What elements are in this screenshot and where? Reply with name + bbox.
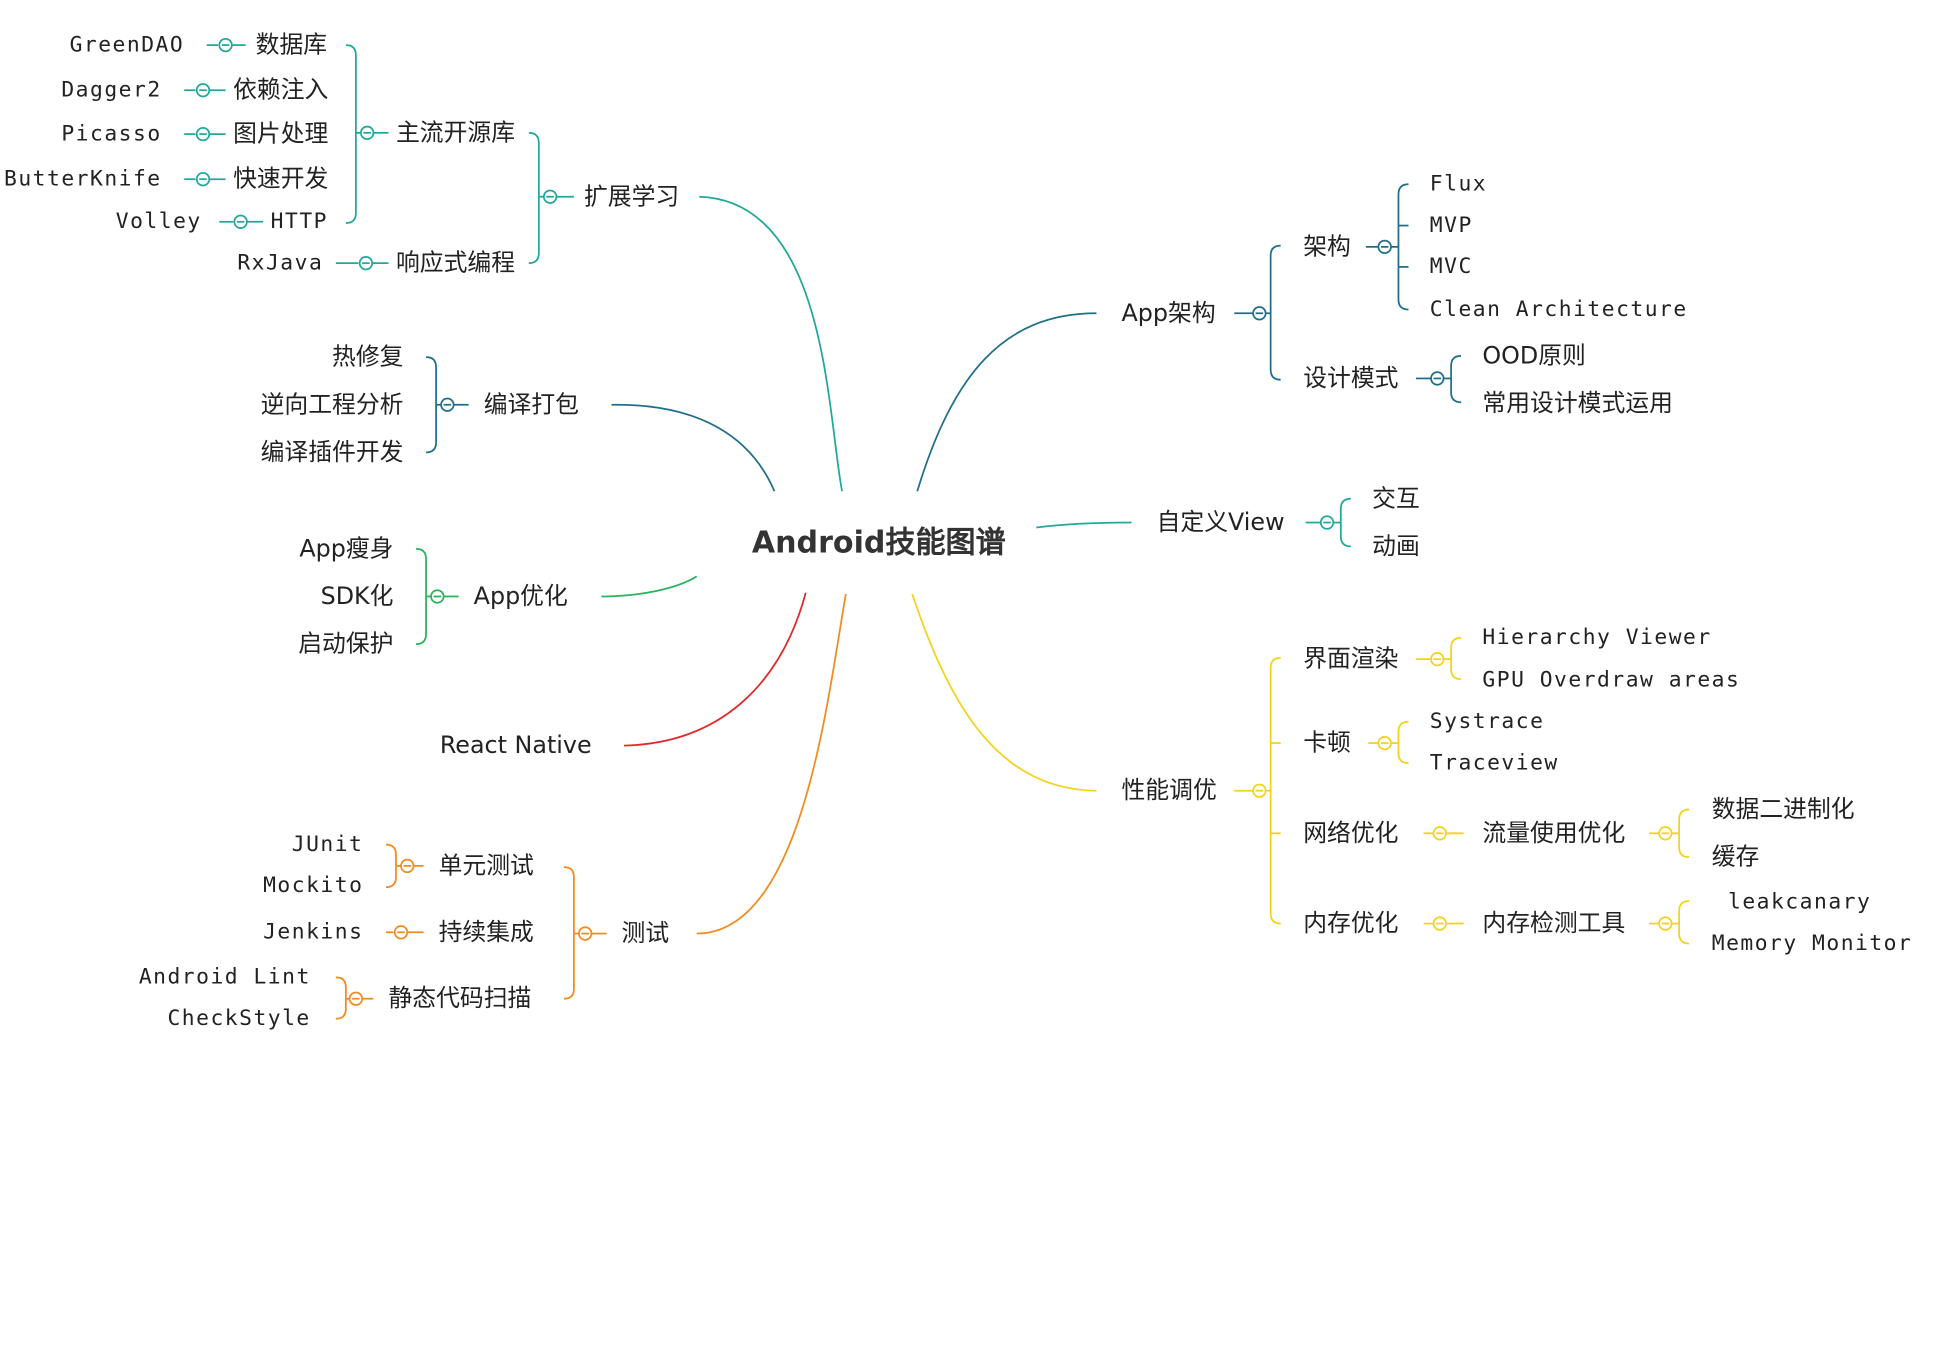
leaf-mockito: Mockito bbox=[263, 873, 364, 899]
node-app-architecture: App架构 bbox=[1121, 299, 1216, 328]
node-compile: 编译打包 bbox=[483, 390, 579, 419]
node-reactive: 响应式编程 bbox=[395, 249, 516, 277]
node-memory-opt: 内存优化 bbox=[1303, 909, 1399, 938]
leaf-reverse-engineering: 逆向工程分析 bbox=[260, 390, 404, 419]
edge-perf bbox=[911, 593, 1097, 792]
leaf-junit: JUnit bbox=[291, 832, 364, 858]
leaf-checkstyle: CheckStyle bbox=[167, 1006, 311, 1032]
leaf-picasso: Picasso bbox=[61, 121, 162, 147]
leaf-systrace: Systrace bbox=[1429, 709, 1545, 735]
node-design-patterns: 设计模式 bbox=[1303, 364, 1399, 393]
node-memory-tools: 内存检测工具 bbox=[1482, 909, 1626, 938]
leaf-greendao: GreenDAO bbox=[69, 32, 185, 58]
node-app-optimize: App优化 bbox=[473, 582, 568, 611]
node-static-scan: 静态代码扫描 bbox=[388, 984, 532, 1013]
node-image-processing: 图片处理 bbox=[233, 120, 329, 148]
node-traffic-opt: 流量使用优化 bbox=[1482, 819, 1626, 848]
leaf-app-slim: App瘦身 bbox=[299, 535, 394, 563]
leaf-mvc: MVC bbox=[1429, 254, 1473, 280]
node-open-source: 主流开源库 bbox=[395, 119, 516, 147]
leaf-sdk: SDK化 bbox=[320, 582, 394, 611]
leaf-ood: OOD原则 bbox=[1482, 342, 1586, 370]
root-node: Android技能图谱 bbox=[751, 525, 1006, 561]
edge-extend bbox=[699, 195, 843, 492]
leaf-launch-protect: 启动保护 bbox=[298, 630, 394, 658]
edge-compile bbox=[611, 403, 776, 492]
leaf-binary-data: 数据二进制化 bbox=[1711, 795, 1855, 824]
node-performance: 性能调优 bbox=[1121, 776, 1217, 805]
leaf-hierarchy-viewer: Hierarchy Viewer bbox=[1482, 625, 1712, 651]
leaf-butterknife: ButterKnife bbox=[4, 166, 162, 192]
leaf-android-lint: Android Lint bbox=[138, 964, 311, 990]
leaf-animation: 动画 bbox=[1372, 532, 1420, 561]
leaf-jenkins: Jenkins bbox=[263, 919, 364, 945]
edge-rn bbox=[624, 592, 807, 747]
node-react-native: React Native bbox=[439, 731, 592, 760]
node-ui-render: 界面渲染 bbox=[1303, 645, 1399, 673]
node-custom-view: 自定义View bbox=[1156, 508, 1285, 537]
leaf-volley: Volley bbox=[115, 209, 202, 235]
node-database: 数据库 bbox=[255, 31, 328, 59]
node-extend-learning: 扩展学习 bbox=[583, 182, 680, 211]
leaf-dagger2: Dagger2 bbox=[61, 77, 162, 103]
leaf-cache: 缓存 bbox=[1711, 843, 1760, 871]
leaf-clean-architecture: Clean Architecture bbox=[1429, 296, 1688, 323]
node-http: HTTP bbox=[270, 209, 328, 235]
node-ci: 持续集成 bbox=[438, 918, 534, 947]
leaf-leakcanary: leakcanary bbox=[1728, 889, 1872, 915]
leaf-flux: Flux bbox=[1429, 171, 1488, 197]
leaf-traceview: Traceview bbox=[1429, 750, 1559, 776]
edge-arch bbox=[916, 312, 1097, 492]
node-test: 测试 bbox=[621, 919, 670, 948]
leaf-mvp: MVP bbox=[1429, 213, 1473, 239]
connector-lines bbox=[184, 37, 1690, 1020]
node-jank: 卡顿 bbox=[1303, 729, 1351, 757]
leaf-memory-monitor: Memory Monitor bbox=[1711, 931, 1913, 957]
leaf-gpu-overdraw: GPU Overdraw areas bbox=[1482, 667, 1741, 693]
edge-appopt bbox=[601, 575, 698, 598]
leaf-hotfix: 热修复 bbox=[332, 343, 404, 371]
node-fast-dev: 快速开发 bbox=[233, 165, 329, 193]
leaf-interaction: 交互 bbox=[1372, 484, 1420, 513]
node-framework: 架构 bbox=[1303, 233, 1351, 261]
edge-test bbox=[696, 593, 847, 935]
node-network-opt: 网络优化 bbox=[1303, 819, 1399, 848]
node-unit-test: 单元测试 bbox=[438, 852, 534, 880]
node-dependency-injection: 依赖注入 bbox=[233, 76, 329, 105]
leaf-compile-plugin: 编译插件开发 bbox=[260, 438, 404, 467]
edge-view bbox=[1036, 521, 1132, 529]
leaf-rxjava: RxJava bbox=[237, 250, 324, 276]
leaf-common-patterns: 常用设计模式运用 bbox=[1482, 389, 1673, 418]
